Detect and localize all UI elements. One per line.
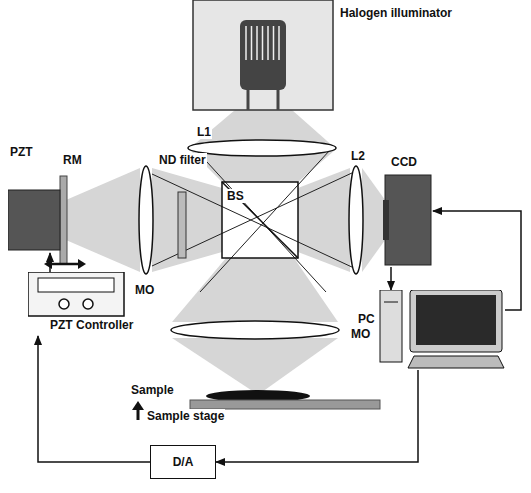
icon xyxy=(8,145,63,253)
signal-line xyxy=(216,370,418,462)
signal-line xyxy=(38,336,150,462)
icon xyxy=(383,155,433,267)
part-label: ND filter xyxy=(158,153,207,167)
part-label: L1 xyxy=(196,125,212,139)
node-label: PC xyxy=(358,312,375,326)
part-label: BS xyxy=(226,189,245,203)
signal-line xyxy=(390,267,392,290)
part-label: MO xyxy=(134,283,155,297)
node-label: D/A xyxy=(173,455,194,469)
node-label: Halogen illuminator xyxy=(340,6,452,20)
lens-l1 xyxy=(188,140,336,156)
da-converter: D/A xyxy=(150,445,216,479)
part-label: RM xyxy=(62,153,83,167)
objective-bottom xyxy=(171,321,339,339)
part-label: L2 xyxy=(350,149,366,163)
lens-l2 xyxy=(349,166,363,274)
icon xyxy=(358,290,505,370)
node-label: CCD xyxy=(391,155,417,169)
node-label: PZT Controller xyxy=(50,318,133,332)
illuminator: Halogen illuminator xyxy=(190,0,490,112)
pc-computer: PC xyxy=(358,290,505,370)
beam-splitter xyxy=(222,182,298,258)
nd-filter xyxy=(178,192,186,258)
signal-line xyxy=(49,253,51,272)
node-label: PZT xyxy=(10,145,33,159)
part-label: MO xyxy=(350,327,371,341)
objective-left xyxy=(139,166,153,274)
pzt-controller: PZT Controller xyxy=(28,272,153,336)
reference-mirror xyxy=(60,176,67,264)
sample-stage xyxy=(190,400,380,409)
part-label: Sample stage xyxy=(146,409,225,423)
part-label: Sample xyxy=(130,383,175,397)
stage-arrow xyxy=(132,401,144,420)
pzt-actuator: PZT xyxy=(8,145,63,253)
ccd-camera: CCD xyxy=(383,155,433,267)
